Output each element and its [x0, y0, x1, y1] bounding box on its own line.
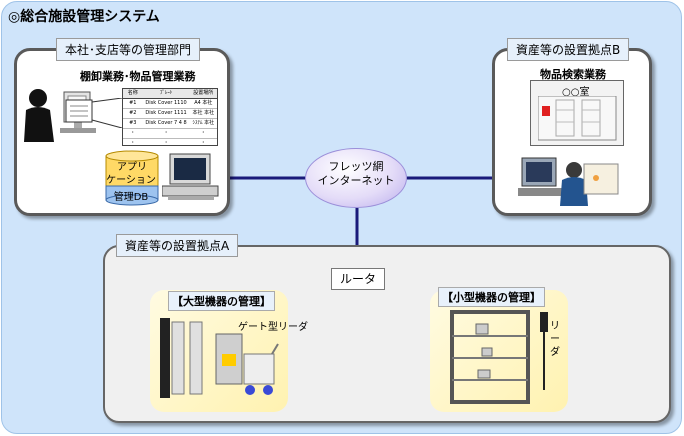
operator-search-icon — [518, 157, 619, 206]
internet-cloud — [305, 148, 407, 208]
table-cell: ・ — [200, 140, 206, 146]
table-row: #1 Disk Cover 1110 A4 本社 — [123, 99, 217, 109]
table-cell: #3 — [129, 120, 137, 126]
table-row: ・ ・ ・ — [123, 129, 217, 139]
gate-reader-scene-icon — [160, 318, 279, 398]
table-header-cell: 設置場所 — [193, 90, 214, 96]
panel-b-subtitle: 物品検索業務 — [540, 68, 606, 81]
gate-reader-label: ゲート型リーダ — [238, 322, 308, 333]
table-header-cell: 名称 — [127, 90, 138, 96]
large-equipment-title: 【大型機器の管理】 — [168, 291, 275, 311]
db-label-1: アプリ — [117, 162, 147, 173]
panel-a-label: 資産等の設置拠点A — [116, 234, 239, 257]
panel-b-label: 資産等の設置拠点B — [507, 38, 630, 61]
table-cell: Disk Cover 1110 — [145, 100, 187, 106]
table-row: #2 Disk Cover 1111 本社 本社 — [123, 109, 217, 119]
table-cell: ｼｽﾃﾑ 本社 — [192, 120, 215, 126]
shelf-layout-icon — [538, 96, 617, 141]
reader-label: リーダ — [550, 321, 560, 358]
table-header-cell: ﾌﾟﾚｰﾄ — [159, 90, 173, 96]
table-cell: A4 本社 — [194, 100, 213, 106]
table-cell: ・ — [130, 140, 136, 146]
table-cell: ・ — [163, 140, 169, 146]
table-row: #3 Disk Cover 7 4 8 ｼｽﾃﾑ 本社 — [123, 119, 217, 129]
table-cell: #2 — [129, 110, 137, 116]
table-header: 名称 ﾌﾟﾚｰﾄ 設置場所 — [123, 89, 217, 99]
table-cell: Disk Cover 7 4 8 — [145, 120, 187, 126]
table-row: ・ ・ ・ — [123, 139, 217, 148]
table-cell: Disk Cover 1111 — [145, 110, 187, 116]
database-icon — [105, 150, 159, 206]
table-cell: ・ — [130, 130, 136, 136]
asset-table: 名称 ﾌﾟﾚｰﾄ 設置場所 #1 Disk Cover 1110 A4 本社 #… — [122, 88, 218, 146]
shelf-rack-icon — [450, 310, 548, 404]
table-cell: #1 — [129, 100, 137, 106]
panel-hq-label: 本社･支店等の管理部門 — [56, 38, 201, 61]
panel-hq-subtitle: 棚卸業務･物品管理業務 — [80, 70, 196, 83]
table-cell: ・ — [200, 130, 206, 136]
db-label-3: 管理DB — [113, 192, 149, 203]
network-line-1: フレッツ網 — [328, 160, 384, 173]
diagram-title: ◎総合施設管理システム — [8, 9, 160, 25]
db-label-2: ケーション — [106, 175, 156, 186]
table-cell: 本社 本社 — [192, 110, 215, 116]
room-label: ○○室 — [562, 87, 590, 98]
small-equipment-title: 【小型機器の管理】 — [438, 287, 545, 307]
network-label: フレッツ網 インターネット — [305, 160, 407, 188]
server-computer-icon — [162, 153, 219, 200]
table-cell: ・ — [163, 130, 169, 136]
monitor-callout-icon — [65, 98, 123, 128]
network-line-2: インターネット — [317, 174, 395, 187]
router-box: ルータ — [331, 268, 385, 290]
